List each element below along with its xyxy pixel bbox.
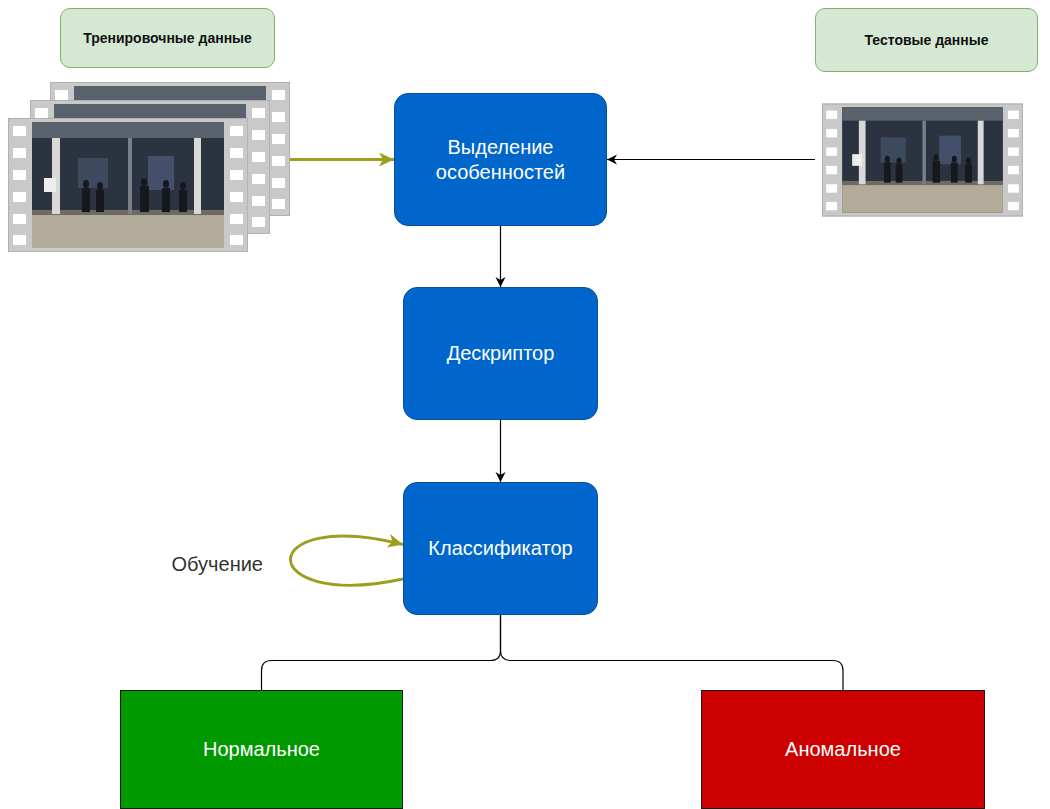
connector xyxy=(501,615,844,690)
result-box: Нормальное xyxy=(120,690,403,809)
input-label-box: Тренировочные данные xyxy=(60,8,275,68)
process-box: Дескриптор xyxy=(403,287,598,420)
node-text: Нормальное xyxy=(199,738,324,761)
node-text: Аномальное xyxy=(781,738,905,761)
input-group: Тренировочные данные xyxy=(8,8,290,252)
node-text: Классификатор xyxy=(424,536,576,561)
result-box: Аномальное xyxy=(701,690,985,809)
edge-label: Обучение xyxy=(172,553,263,576)
input-label-box: Тестовые данные xyxy=(815,8,1038,72)
connector xyxy=(290,158,394,161)
connector xyxy=(500,420,501,482)
connector xyxy=(262,615,501,690)
connector xyxy=(607,159,815,160)
node-text: Дескриптор xyxy=(443,341,559,366)
connector xyxy=(291,536,404,585)
node-text: Выделение особенностей xyxy=(395,135,606,185)
input-group: Тестовые данные xyxy=(815,8,1040,224)
process-box: Выделение особенностей xyxy=(394,93,607,226)
connector xyxy=(500,226,501,287)
process-box: Классификатор xyxy=(403,482,598,615)
node-text: Тренировочные данные xyxy=(79,29,256,48)
node-text: Тестовые данные xyxy=(860,31,992,50)
